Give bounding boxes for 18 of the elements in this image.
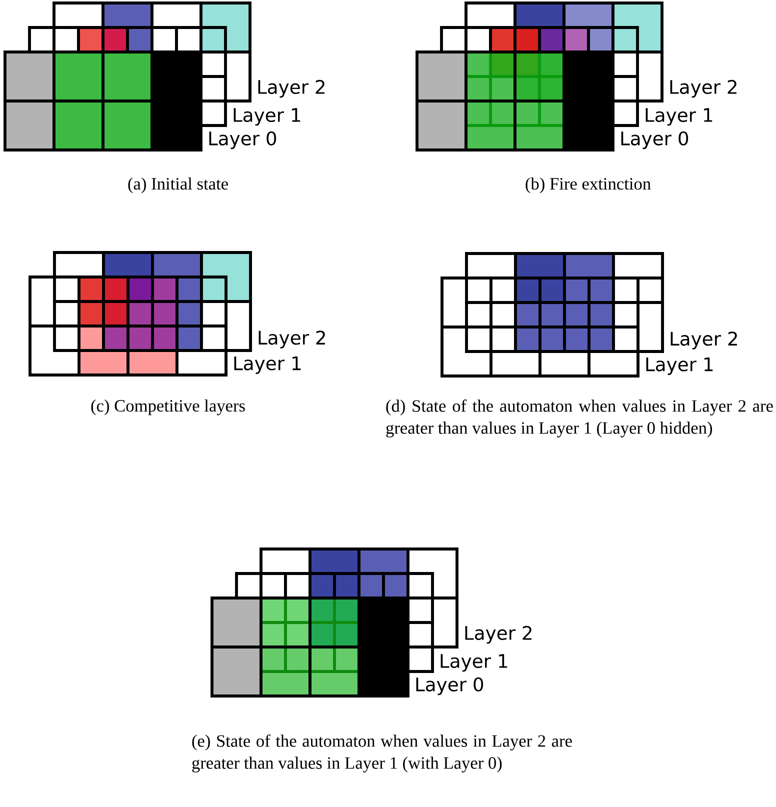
layer-label: Layer 1 [234,356,301,374]
layer-label: Layer 2 [670,332,737,350]
layer-label: Layer 1 [440,654,508,672]
caption: (a) Initial state [128,177,228,194]
layer-label: Layer 1 [234,108,300,126]
layer-label: Layer 0 [209,131,276,150]
caption: (c) Competitive layers [91,399,245,416]
caption: (d) State of the automaton when values in Layer 2 are greater than values in Layer 1 (Layer 0 hidden) [386,399,773,438]
layer-label: Layer 2 [465,626,532,644]
caption: (e) State of the automaton when values in Layer 2 are greater than values in Layer 1 (with Layer 0) [192,734,572,772]
layer-label: Layer 2 [258,330,325,348]
layer-label: Layer 0 [416,677,484,696]
caption: (b) Fire extinction [526,177,651,194]
layer-label: Layer 1 [646,108,712,126]
layer-label: Layer 1 [646,357,713,375]
layer-label: Layer 2 [670,80,736,98]
layer-label: Layer 2 [258,80,324,98]
layer-label: Layer 0 [621,131,688,150]
